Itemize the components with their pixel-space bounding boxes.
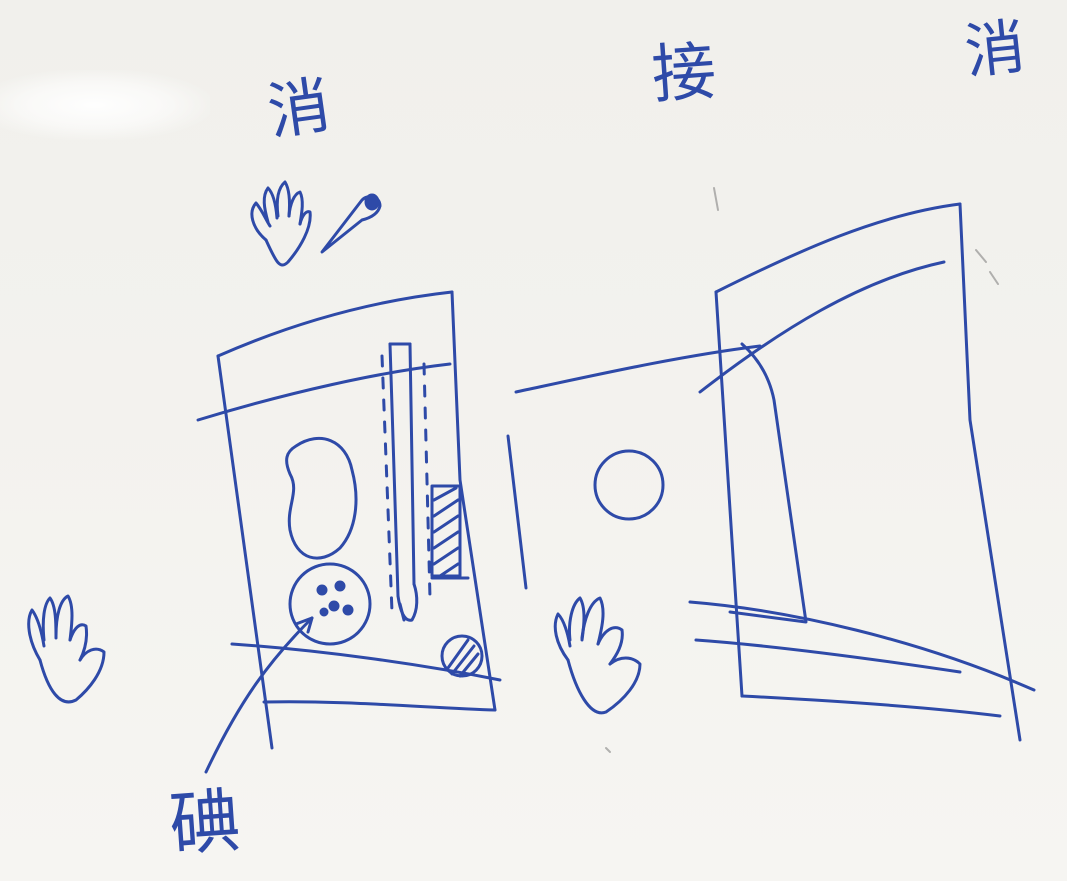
vacuole-shape [287,438,356,558]
hand-icon [555,598,640,713]
dropper-icon [322,195,380,252]
cell-drawing-right [690,204,1034,740]
hand-icon [29,596,104,702]
round-cell-shape [595,451,663,519]
hand-icon [252,182,310,265]
cell-drawing-left [198,292,500,772]
